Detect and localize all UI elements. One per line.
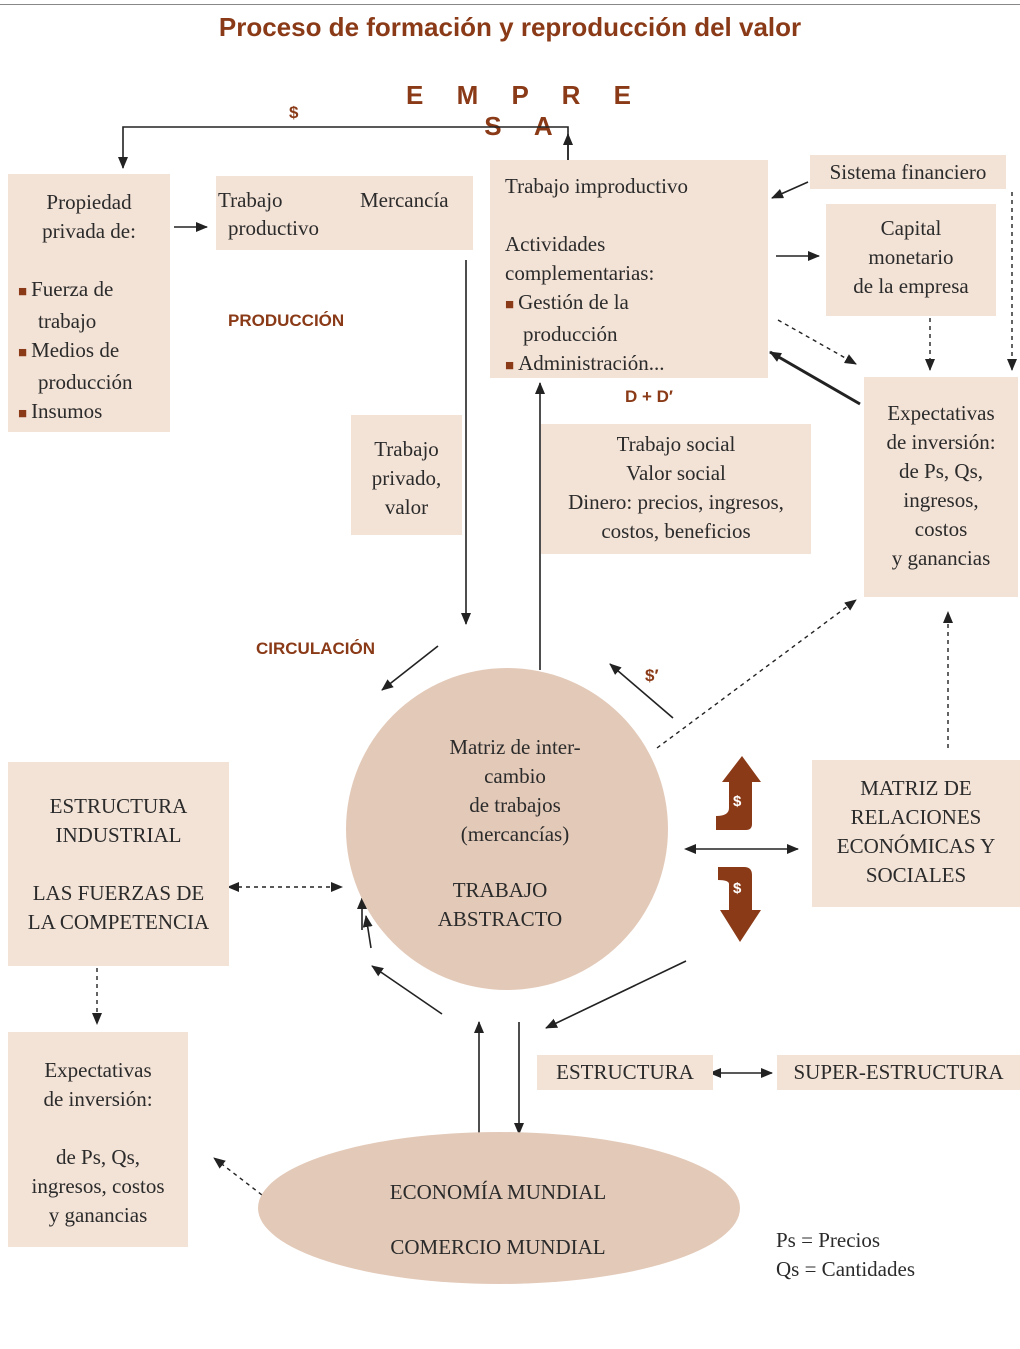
top-rule	[0, 4, 1020, 5]
improductivo-item-cont: producción	[523, 322, 618, 346]
economia-mundial-text: ECONOMÍA MUNDIAL	[389, 1180, 607, 1204]
sistema-to-improductivo-arrow	[771, 181, 809, 199]
empresa-heading: E M P R E S A	[406, 80, 644, 141]
improductivo-title: Trabajo improductivo	[505, 174, 688, 198]
propiedad-item: ■Fuerza de	[18, 277, 114, 301]
productivo-label: productivo	[228, 216, 319, 240]
dollar-prime-arrow	[609, 663, 674, 719]
propiedad-heading-2: privada de:	[42, 219, 136, 243]
diagram-title: Proceso de formación y reproducción del …	[218, 12, 802, 42]
comercio-mundial-text: COMERCIO MUNDIAL	[390, 1235, 606, 1259]
legend-qs: Qs = Cantidades	[776, 1257, 915, 1281]
legend: Ps = Precios Qs = Cantidades	[776, 1226, 915, 1284]
propiedad-heading-1: Propiedad	[46, 190, 132, 214]
improductivo-item: ■Administración...	[505, 351, 665, 375]
money-up-label: $	[733, 793, 742, 810]
super-estructura-box: SUPER-ESTRUCTURA	[777, 1055, 1020, 1090]
circulacion-label: CIRCULACIÓN	[256, 639, 375, 658]
trabajo-label: Trabajo	[218, 188, 283, 212]
improductivo-item: ■Gestión de la	[505, 290, 629, 314]
money-down-arrow: $	[718, 867, 761, 942]
estructura-box: ESTRUCTURA	[537, 1055, 713, 1090]
trabajo-improductivo-box: Trabajo improductivo Actividades complem…	[490, 160, 768, 378]
produccion-label: PRODUCCIÓN	[228, 311, 345, 330]
expectativas-to-improductivo-arrow	[769, 350, 861, 406]
money-up-arrow: $	[716, 756, 761, 830]
dollar-top-label: $	[289, 103, 299, 122]
d-plus-d-label: D + D′	[625, 387, 674, 406]
propiedad-box: Propiedad privada de: ■Fuerza de trabajo…	[8, 174, 170, 432]
actividades-2: complementarias:	[505, 261, 655, 285]
money-down-label: $	[733, 880, 742, 897]
actividades-1: Actividades	[505, 232, 606, 256]
propiedad-item-cont: producción	[38, 370, 133, 394]
legend-ps: Ps = Precios	[776, 1228, 881, 1252]
trabajo-productivo-box: Trabajo productivo Mercancía	[216, 176, 473, 250]
propiedad-item-cont: trabajo	[38, 309, 97, 333]
matriz-intercambio-circle	[346, 668, 668, 990]
circle-text: Matriz de inter-cambio de trabajos(merca…	[449, 735, 581, 846]
propiedad-item: ■Insumos	[18, 399, 103, 423]
propiedad-item: ■Medios de	[18, 338, 120, 362]
dollar-prime-label: $′	[645, 666, 659, 685]
mercancia-label: Mercancía	[360, 188, 449, 212]
circulacion-arrow	[381, 645, 439, 691]
economia-mundial-ellipse	[258, 1132, 740, 1284]
sistema-financiero-box: Sistema financiero	[810, 155, 1006, 189]
